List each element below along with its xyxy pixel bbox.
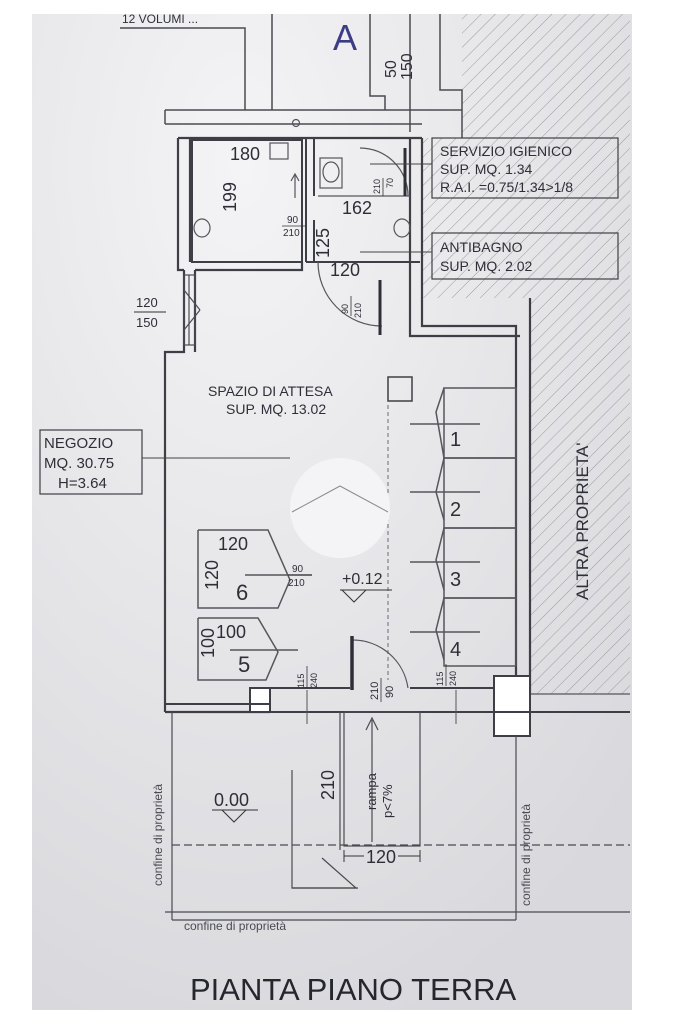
locker-5-number: 5 bbox=[238, 652, 250, 677]
entrance-door-2-den: 90 bbox=[384, 686, 396, 698]
entrance-door-1-num: 115 bbox=[296, 674, 306, 688]
cabin-1: 1 bbox=[450, 429, 461, 451]
entrance-door-3-den: 240 bbox=[448, 671, 458, 686]
shop-label: NEGOZIO MQ. 30.75 H=3.64 bbox=[39, 429, 290, 495]
level-inside: +0.12 bbox=[342, 571, 383, 588]
bathroom-area: SUP. MQ. 1.34 bbox=[440, 161, 533, 177]
boundary-label-left: confine di proprietà bbox=[151, 784, 165, 886]
cabins bbox=[410, 387, 517, 667]
window-left bbox=[183, 274, 201, 346]
locker-6-width: 120 bbox=[218, 534, 248, 554]
door-small-num: 210 bbox=[372, 179, 382, 194]
dim-199: 199 bbox=[220, 182, 240, 212]
bathroom-title: SERVIZIO IGIENICO bbox=[440, 143, 572, 159]
block-letter: A bbox=[333, 17, 357, 58]
door-small-den: 70 bbox=[385, 178, 395, 188]
cabin-3: 3 bbox=[450, 569, 461, 591]
shop-height: H=3.64 bbox=[58, 475, 107, 492]
locker-5-height: 100 bbox=[198, 628, 218, 658]
bathroom-rai: R.A.I. =0.75/1.34>1/8 bbox=[440, 179, 573, 195]
dim-top-150: 150 bbox=[399, 53, 416, 80]
outer-walls bbox=[163, 136, 532, 714]
boundary-label-right: confine di proprietà bbox=[519, 804, 533, 906]
door-antibagno-num: 90 bbox=[340, 304, 350, 314]
waiting-title: SPAZIO DI ATTESA bbox=[208, 383, 333, 399]
door-antibagno-den: 210 bbox=[353, 303, 363, 318]
bathroom-walls bbox=[191, 138, 420, 263]
window-dim-bottom: 150 bbox=[136, 315, 158, 330]
shop-name: NEGOZIO bbox=[44, 435, 113, 452]
level-outside: 0.00 bbox=[214, 790, 249, 810]
bathroom-label: SERVIZIO IGIENICO SUP. MQ. 1.34 R.A.I. =… bbox=[370, 137, 619, 199]
dim-top-50: 50 bbox=[383, 60, 400, 78]
other-property-hatch bbox=[422, 14, 630, 695]
antibagno-label: ANTIBAGNO SUP. MQ. 2.02 bbox=[360, 232, 619, 280]
cabin-2: 2 bbox=[450, 499, 461, 521]
entrance-door-2-num: 210 bbox=[369, 682, 381, 700]
door-mid-num: 90 bbox=[292, 564, 304, 575]
door-mid-den: 210 bbox=[288, 578, 305, 589]
ramp-width-dim bbox=[343, 850, 421, 862]
ramp-label: rampa bbox=[364, 772, 379, 810]
column-square bbox=[387, 376, 413, 402]
dim-162: 162 bbox=[342, 198, 372, 218]
antibagno-title: ANTIBAGNO bbox=[440, 239, 523, 255]
light-reflection bbox=[290, 458, 390, 558]
antibagno-area: SUP. MQ. 2.02 bbox=[440, 258, 533, 274]
cabin-4: 4 bbox=[450, 639, 461, 661]
bathroom-door-leaves bbox=[378, 148, 407, 335]
other-property-label: ALTRA PROPRIETA' bbox=[573, 442, 592, 600]
bathroom-fixtures bbox=[193, 118, 411, 327]
door-a-den: 210 bbox=[283, 228, 300, 239]
entrance-door bbox=[351, 639, 409, 689]
upper-building-lines bbox=[120, 14, 463, 138]
entrance-door-3-num: 115 bbox=[435, 672, 445, 686]
dim-210: 210 bbox=[318, 770, 338, 800]
locker-6-height: 120 bbox=[202, 560, 222, 590]
top-cut-text: 12 VOLUMI ... bbox=[122, 12, 198, 26]
dim-125: 125 bbox=[313, 228, 333, 258]
window-dim-top: 120 bbox=[136, 295, 158, 310]
dim-120-antibagno: 120 bbox=[330, 260, 360, 280]
door-a-num: 90 bbox=[287, 215, 299, 226]
entrance-wall bbox=[166, 675, 630, 737]
dim-180: 180 bbox=[230, 144, 260, 164]
entrance-door-1-den: 240 bbox=[309, 673, 319, 688]
ramp-slope: p<7% bbox=[380, 784, 395, 818]
waiting-area: SUP. MQ. 13.02 bbox=[226, 401, 326, 417]
locker-6-number: 6 bbox=[236, 580, 248, 605]
shop-area: MQ. 30.75 bbox=[44, 455, 114, 472]
dim-ramp-width: 120 bbox=[366, 847, 396, 867]
exterior-lines bbox=[165, 711, 630, 921]
sheet-title: PIANTA PIANO TERRA bbox=[190, 972, 516, 1007]
boundary-label-bottom: confine di proprietà bbox=[184, 919, 286, 933]
locker-5-width: 100 bbox=[216, 622, 246, 642]
lockers bbox=[197, 529, 312, 681]
